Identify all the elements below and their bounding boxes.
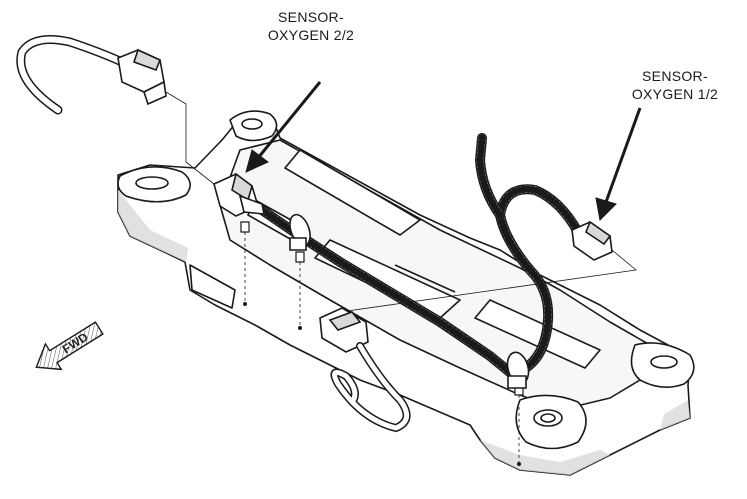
callout-arrows <box>245 81 642 222</box>
callout-sensor-oxygen-2-2: SENSOR- OXYGEN 2/2 <box>246 8 376 44</box>
callout-2-2-line2: OXYGEN 2/2 <box>267 27 355 43</box>
stud-holes <box>243 302 521 466</box>
connector-lower <box>319 307 369 353</box>
connector-guide-line-1-2 <box>339 249 637 313</box>
connector-upper-left <box>117 48 167 106</box>
callout-2-2-line1: SENSOR- <box>278 9 344 25</box>
connector-guide-line-2-2 <box>165 91 215 185</box>
callout-1-2-line1: SENSOR- <box>642 68 708 84</box>
fwd-arrow-icon: FWD <box>35 321 104 371</box>
mounting-studs <box>240 221 524 396</box>
callout-sensor-oxygen-1-2: SENSOR- OXYGEN 1/2 <box>610 67 740 103</box>
connector-oxygen-2-2 <box>213 172 265 217</box>
callout-1-2-line2: OXYGEN 1/2 <box>631 86 719 102</box>
connector-oxygen-1-2 <box>571 220 613 261</box>
stud-guide-lines <box>244 232 520 462</box>
crossmember-shading <box>118 190 690 475</box>
pigtail-upper-left <box>16 35 127 115</box>
harness-clips <box>289 213 530 389</box>
pigtail-lower-loop <box>330 342 411 433</box>
